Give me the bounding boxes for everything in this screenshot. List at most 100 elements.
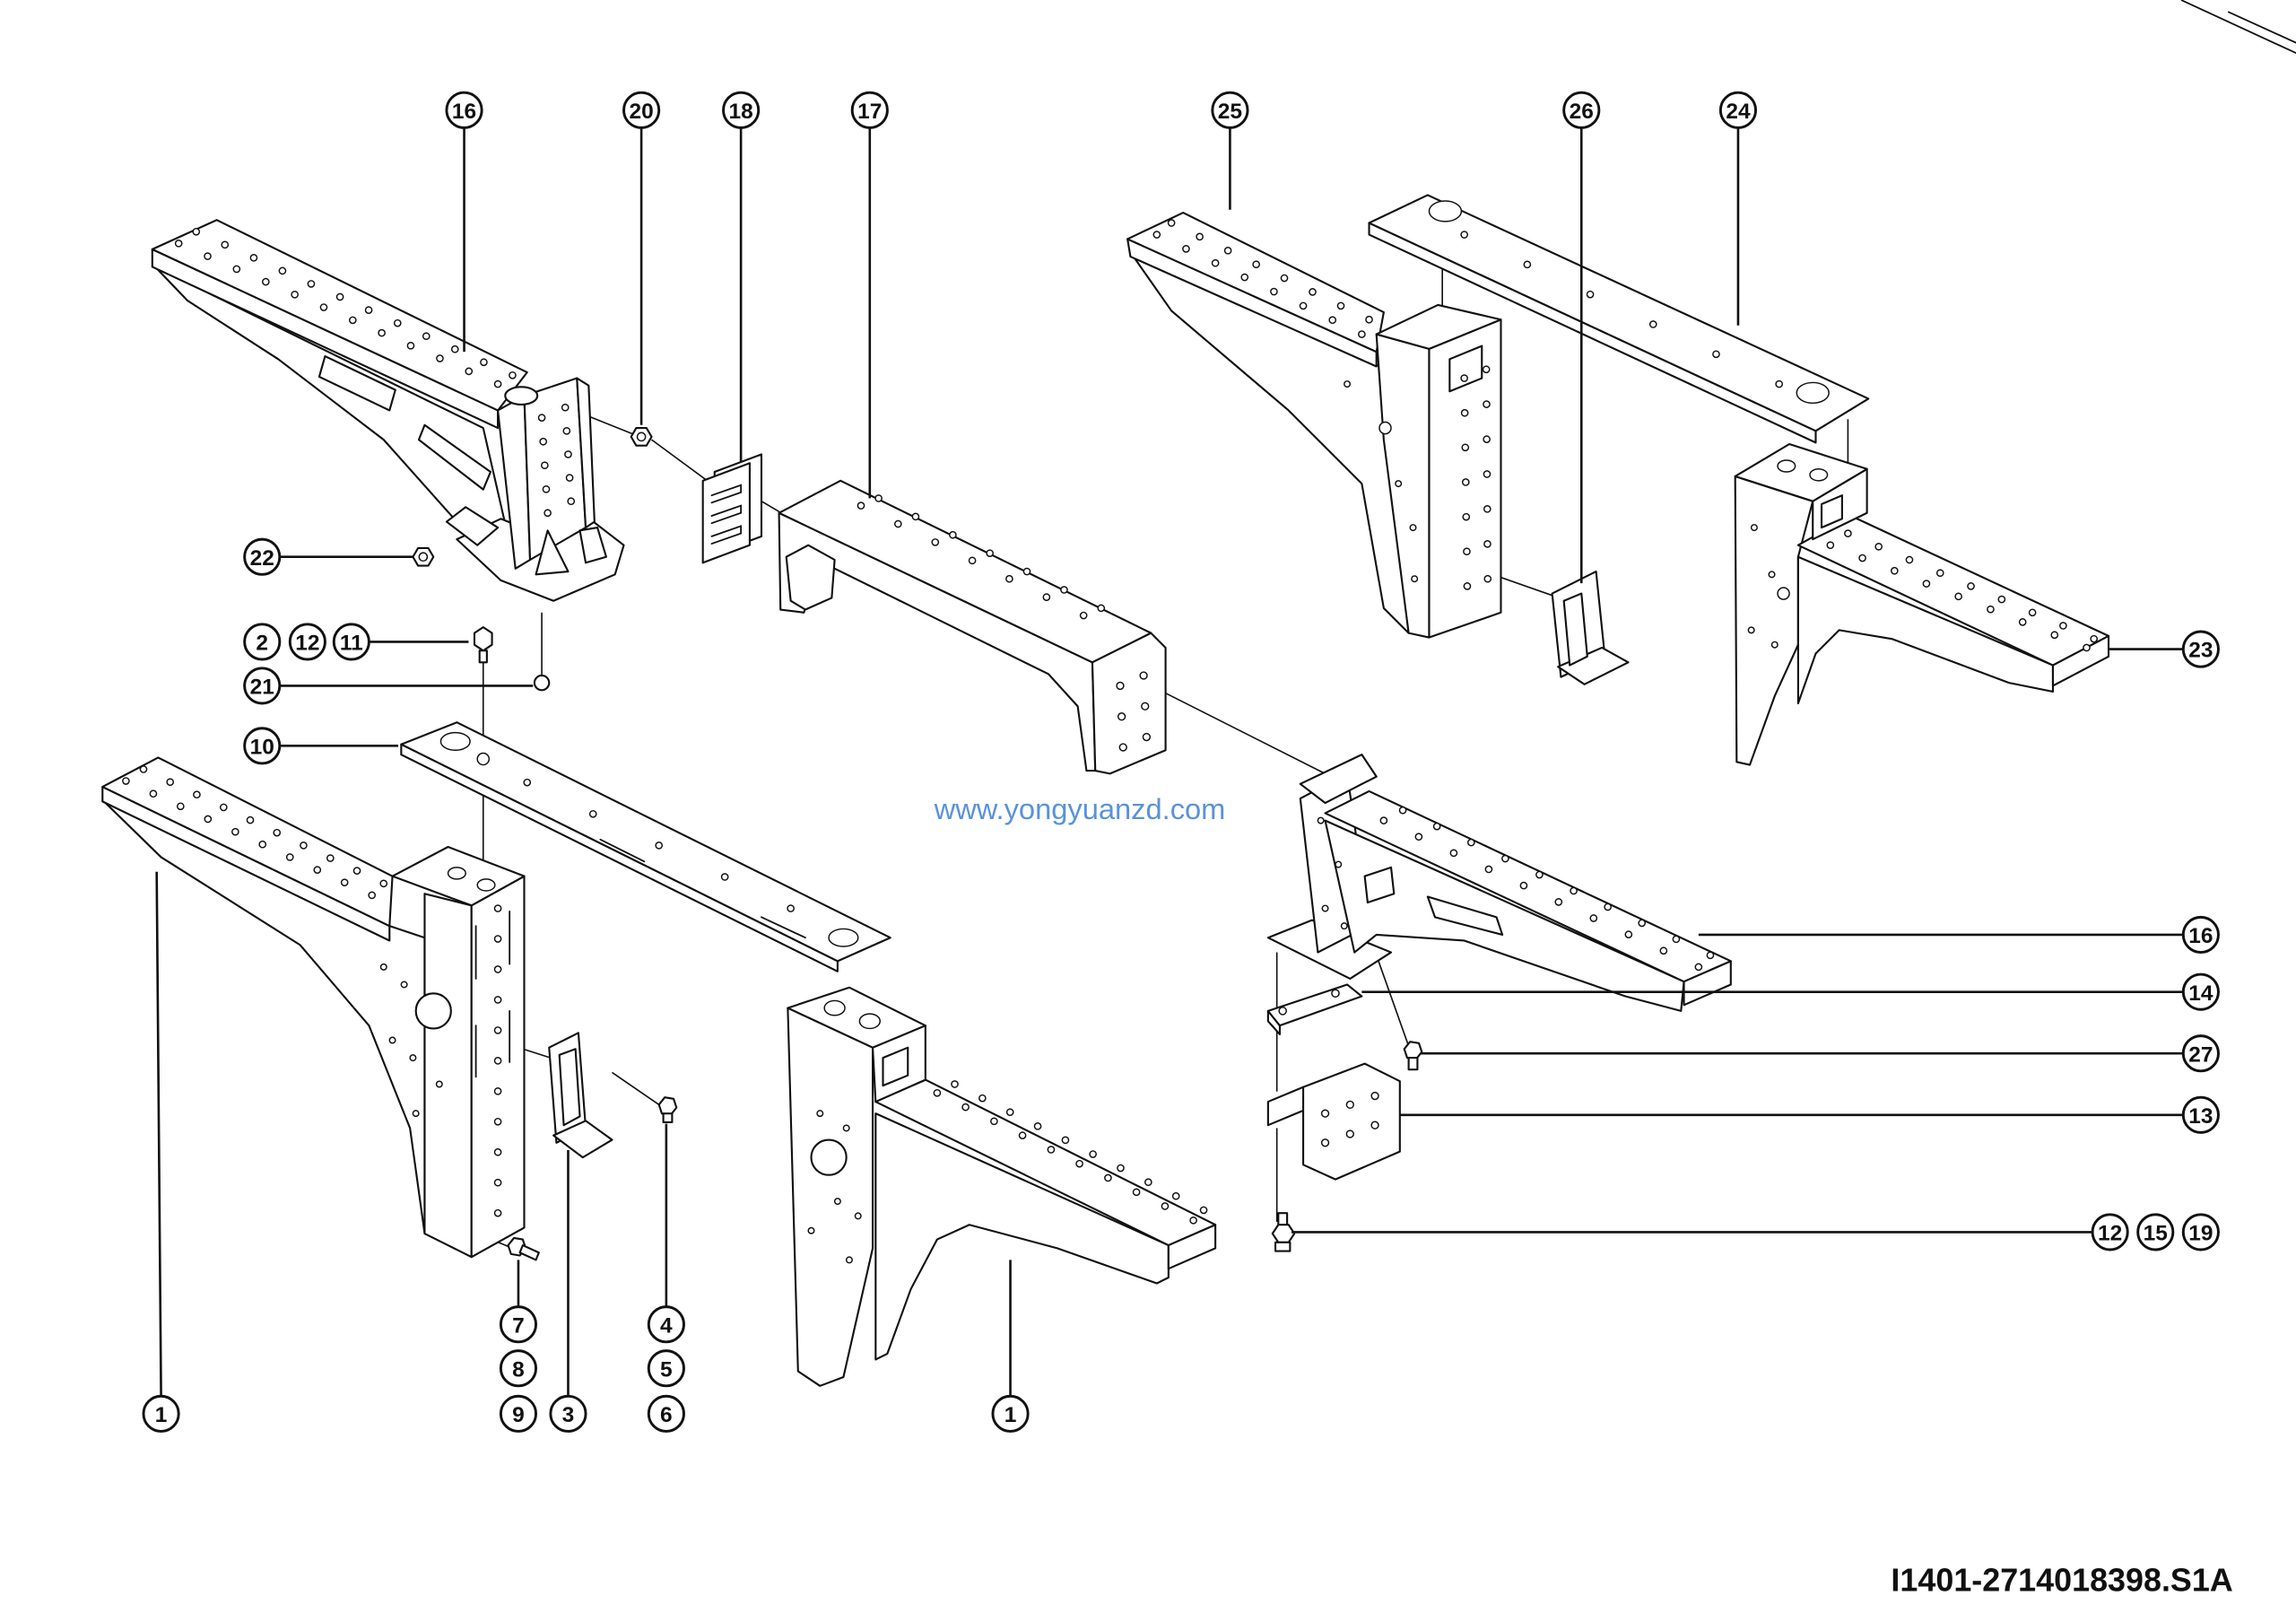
bracket-16-right — [1266, 754, 1732, 1012]
callout-bubble — [445, 91, 483, 129]
mounting-hole — [219, 803, 228, 812]
callout-top-18: 18 — [722, 91, 761, 462]
callout-number: 25 — [1218, 100, 1242, 124]
bracket-flange — [2051, 634, 2110, 687]
mounting-hole — [542, 484, 551, 493]
bracket-post-left — [423, 893, 473, 1259]
mounting-hole — [1370, 1121, 1379, 1129]
mounting-hole — [1042, 593, 1051, 601]
mounting-hole — [368, 891, 377, 900]
bracket-post-top — [787, 986, 926, 1049]
mounting-hole — [1097, 604, 1106, 613]
mounting-hole — [561, 403, 570, 412]
bracket-slot — [317, 355, 396, 412]
mounting-hole — [1604, 903, 1612, 911]
bracket-post-left — [1734, 475, 1814, 766]
mounting-holes — [122, 219, 2099, 1264]
mounting-hole — [393, 318, 402, 327]
bracket-clip — [445, 506, 500, 546]
bolt-shank — [518, 1244, 540, 1261]
mounting-hole — [1409, 524, 1417, 532]
mounting-hole — [300, 842, 308, 850]
strip-slots — [599, 838, 806, 939]
mounting-hole — [1117, 712, 1126, 721]
mounting-hole — [951, 1080, 959, 1088]
mounting-hole — [1483, 435, 1491, 443]
callout-number: 13 — [2188, 1104, 2213, 1129]
bracket-1-center — [787, 986, 1217, 1387]
bracket-flange — [1167, 1224, 1217, 1270]
mounting-hole — [539, 437, 548, 446]
callout-top-24: 24 — [1718, 91, 1758, 326]
bracket-25 — [1126, 212, 1502, 639]
mounting-hole — [1139, 671, 1148, 680]
mounting-hole — [1395, 480, 1403, 488]
mounting-hole — [1022, 567, 1031, 576]
mounting-hole — [1331, 989, 1340, 998]
mounting-hole — [1467, 838, 1475, 847]
callout-bubble — [549, 1394, 587, 1433]
callout-left-2-12-11: 2 12 11 — [243, 623, 469, 661]
mounting-hole — [1211, 258, 1220, 267]
mounting-hole — [422, 332, 430, 341]
mounting-hole — [1768, 571, 1776, 579]
angle-bracket-13 — [1266, 1062, 1401, 1181]
mounting-hole — [493, 1208, 502, 1217]
nut-bore — [418, 552, 429, 562]
bolt-head — [657, 1096, 678, 1116]
mounting-hole — [493, 935, 502, 943]
mounting-hole — [1935, 569, 1944, 578]
mounting-hole — [221, 240, 230, 249]
mounting-hole — [562, 426, 571, 435]
mounting-hole — [348, 316, 357, 325]
callout-bubble — [243, 537, 282, 576]
callout-number: 17 — [857, 100, 882, 124]
mounting-hole — [450, 344, 459, 353]
bolt-4 — [657, 1096, 678, 1124]
callout-number: 16 — [2188, 924, 2213, 948]
mounting-hole — [493, 1117, 502, 1126]
mounting-hole — [1379, 816, 1388, 824]
callout-bottom-7-8-9: 7 8 9 — [499, 1260, 538, 1433]
callout-top-17: 17 — [850, 91, 889, 499]
mounting-hole — [493, 996, 502, 1004]
mounting-hole — [1463, 547, 1471, 556]
mounting-hole — [720, 873, 729, 881]
mounting-hole — [1750, 524, 1758, 532]
mounting-hole — [1152, 231, 1161, 239]
bridge-beam-17 — [778, 479, 1167, 775]
strip-end-hole — [828, 928, 859, 947]
callout-bubble — [991, 1394, 1030, 1433]
mounting-hole — [1075, 1159, 1083, 1168]
callout-number: 24 — [1726, 100, 1751, 124]
mounting-hole — [291, 290, 299, 299]
callout-top-25: 25 — [1211, 91, 1249, 210]
mounting-hole — [523, 778, 532, 787]
callout-number: 2 — [256, 632, 268, 656]
mounting-hole — [845, 1256, 853, 1264]
mounting-hole — [931, 538, 940, 546]
mounting-hole — [1252, 260, 1260, 269]
callout-number: 18 — [729, 100, 753, 124]
bracket-post-front — [523, 377, 587, 562]
mounting-hole — [493, 965, 502, 973]
mounting-hole — [249, 254, 258, 262]
bracket-slot — [1426, 895, 1504, 937]
bracket-large-hole — [414, 992, 452, 1030]
mounting-hole — [1199, 1206, 1208, 1215]
mounting-hole — [1954, 592, 1963, 601]
callout-bubble — [499, 1349, 538, 1388]
callout-number: 27 — [2188, 1042, 2213, 1067]
post-top-hole — [858, 1013, 881, 1030]
callout-bubble — [243, 667, 282, 705]
mounting-hole — [588, 809, 597, 818]
bracket-foot — [552, 1120, 613, 1159]
bracket-post-top — [1375, 303, 1502, 350]
callout-number: 11 — [340, 632, 363, 656]
bracket-post-side — [576, 377, 596, 529]
assembly-line — [651, 439, 709, 482]
callout-bubble — [850, 91, 889, 129]
callout-bubble — [1562, 91, 1601, 129]
callout-bubble — [2091, 1213, 2129, 1251]
bolt-head — [473, 626, 493, 652]
